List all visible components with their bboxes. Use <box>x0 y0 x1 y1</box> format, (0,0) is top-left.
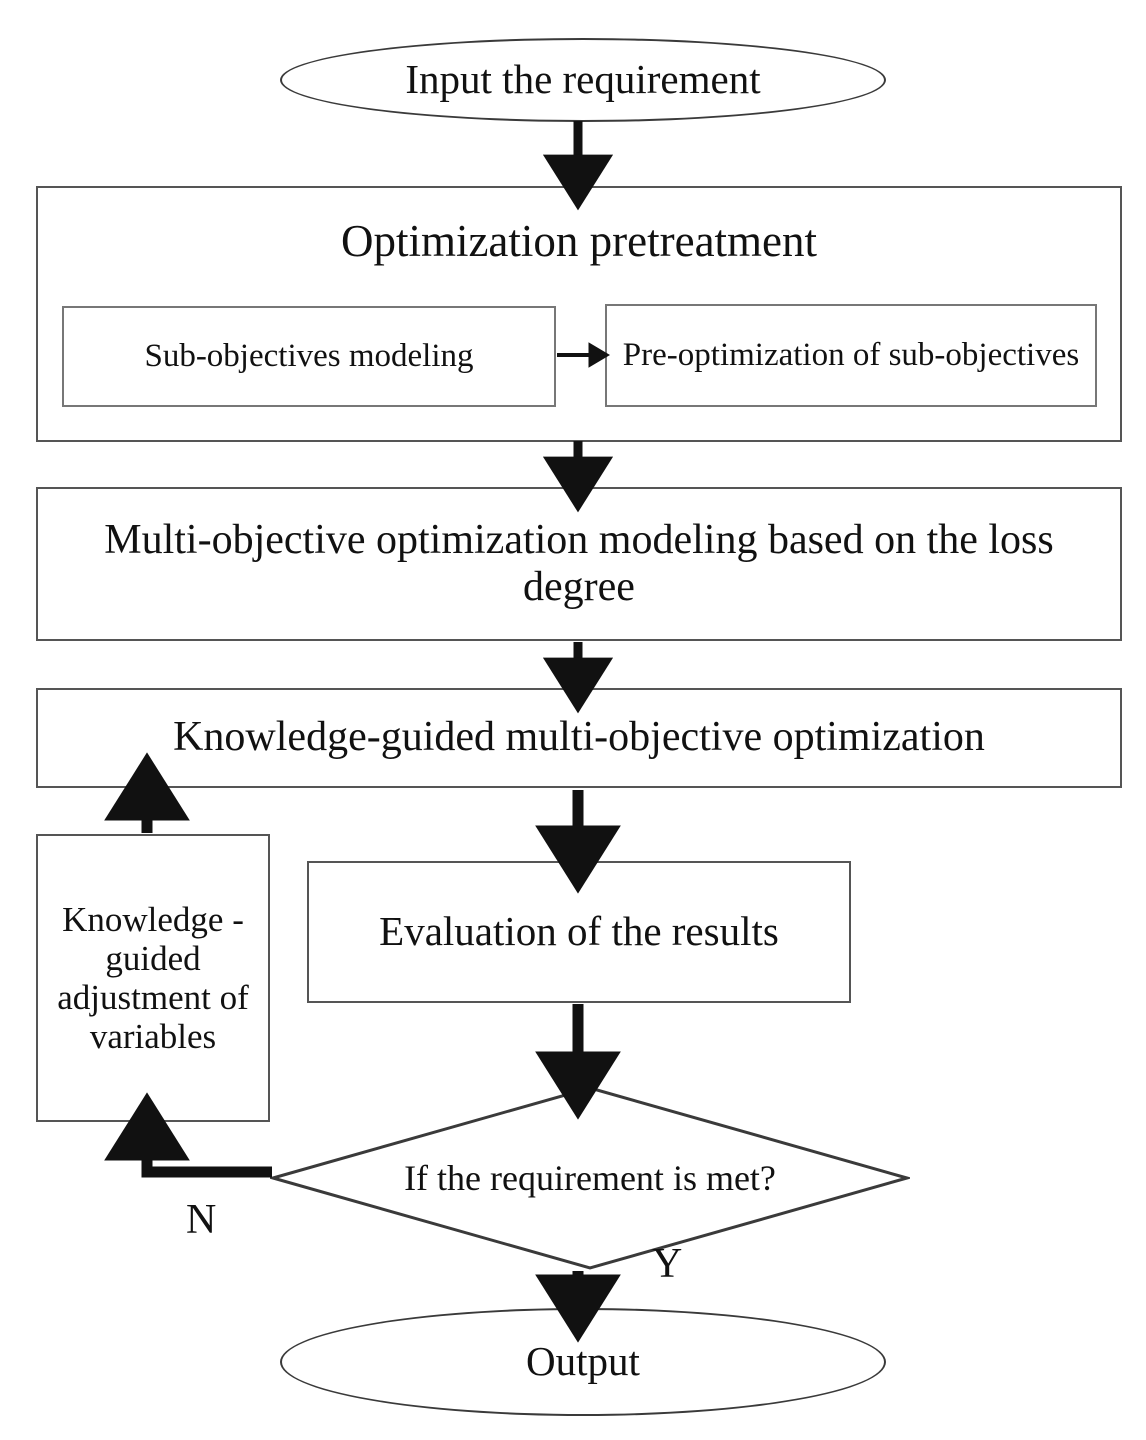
node-decision-label: If the requirement is met? <box>404 1157 776 1198</box>
edge-decision-no-to-adjustment <box>104 1092 272 1178</box>
node-pre-optimization-of-sub-objectives-label: Pre-optimization of sub-objectives <box>622 337 1080 374</box>
node-sub-objectives-modeling-label: Sub-objectives modeling <box>144 338 474 375</box>
node-optimization-pretreatment-label: Optimization pretreatment <box>340 216 818 266</box>
diamond-shape-icon <box>270 1086 910 1270</box>
node-multi-objective-optimization-modeling-label: Multi-objective optimization modeling ba… <box>104 516 1054 610</box>
node-output[interactable]: Output <box>280 1308 886 1416</box>
node-pre-optimization-of-sub-objectives[interactable]: Pre-optimization of sub-objectives <box>605 304 1097 407</box>
branch-label-no: N <box>186 1197 217 1243</box>
branch-label-yes: Y <box>652 1241 683 1287</box>
node-knowledge-guided-multi-objective-optimization-label: Knowledge-guided multi-objective optimiz… <box>173 714 985 761</box>
node-knowledge-guided-adjustment-of-variables[interactable]: Knowledge -guided adjustment of variable… <box>36 834 270 1122</box>
node-input-label: Input the requirement <box>405 56 761 103</box>
node-output-label: Output <box>526 1338 640 1385</box>
node-multi-objective-optimization-modeling[interactable]: Multi-objective optimization modeling ba… <box>36 487 1122 641</box>
node-sub-objectives-modeling[interactable]: Sub-objectives modeling <box>62 306 556 407</box>
node-decision-if-the-requirement-is-met[interactable]: If the requirement is met? <box>270 1086 910 1270</box>
node-evaluation-of-the-results-label: Evaluation of the results <box>379 908 779 955</box>
node-input-the-requirement[interactable]: Input the requirement <box>280 38 886 122</box>
node-knowledge-guided-adjustment-of-variables-label: Knowledge -guided adjustment of variable… <box>57 899 249 1057</box>
